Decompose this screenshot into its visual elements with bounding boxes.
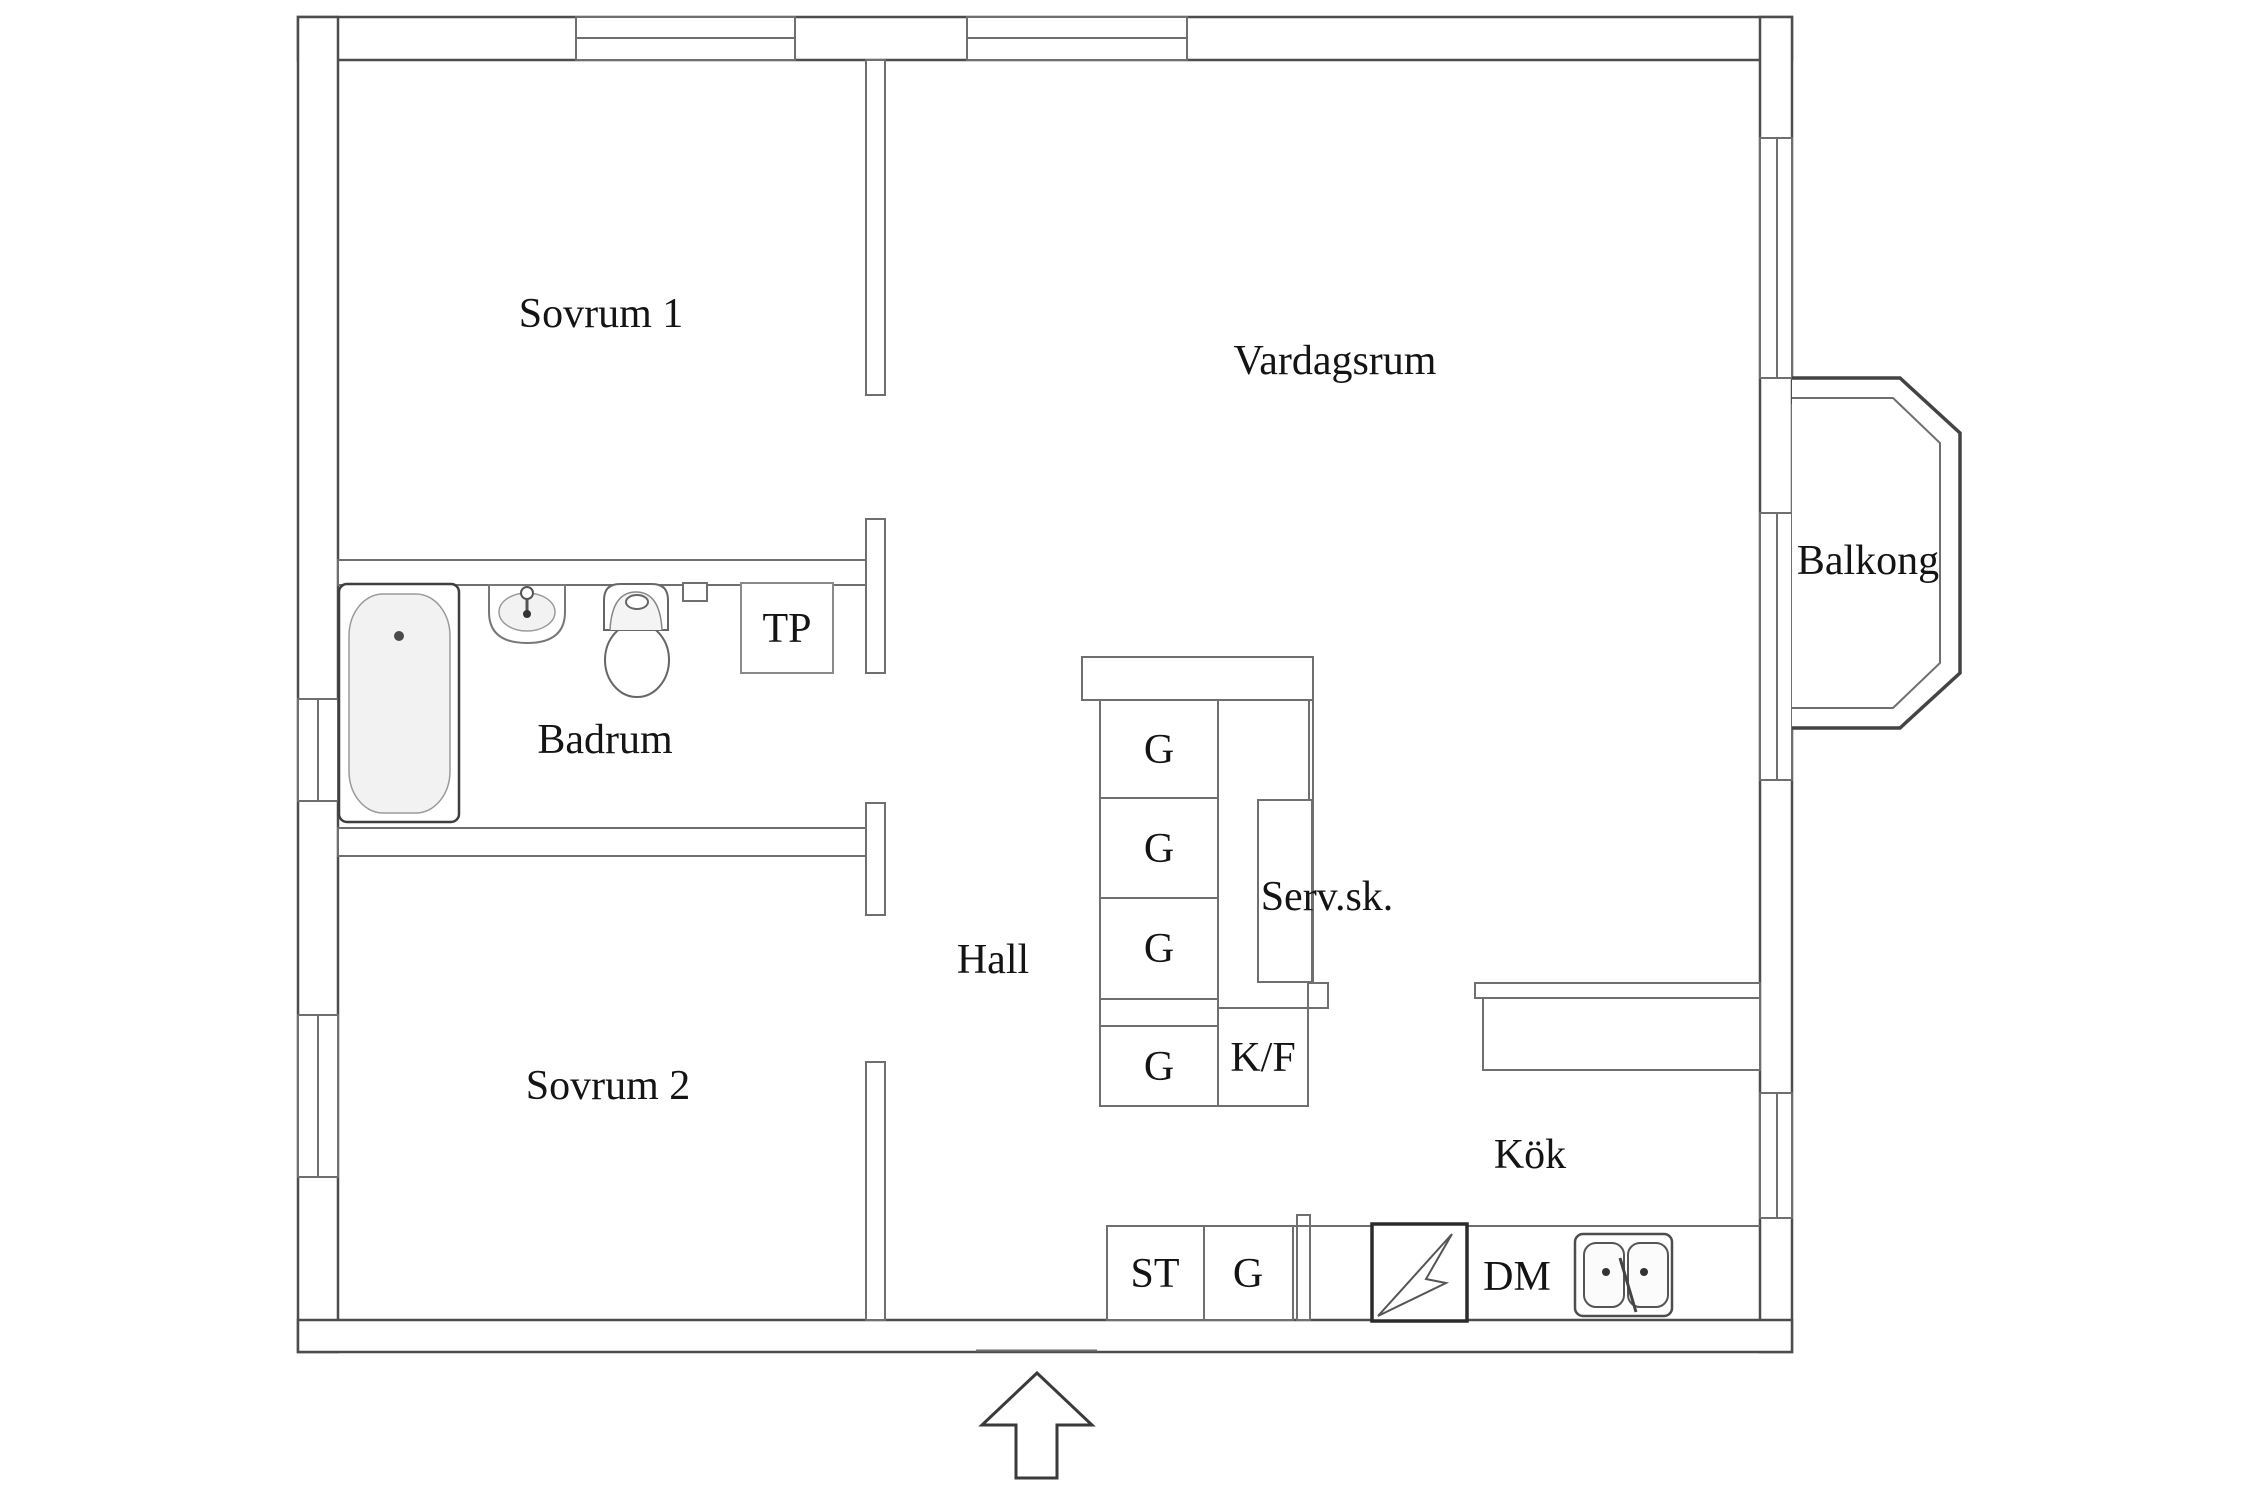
- hall-closets: [1099, 699, 1313, 1107]
- room-label-kok: Kök: [1494, 1132, 1566, 1178]
- wall-sovrum1-vardagsrum: [865, 59, 886, 396]
- washbasin-icon: [488, 584, 566, 645]
- room-label-servsk: Serv.sk.: [1261, 874, 1394, 920]
- closet-g3: [1099, 897, 1219, 1000]
- closet-divider-band: [1099, 998, 1219, 1027]
- bathroom-fixtures: [337, 582, 834, 824]
- closet-g2: [1099, 797, 1219, 899]
- unit-st: [1106, 1225, 1205, 1321]
- wall-badrum-door-jamb: [682, 582, 708, 602]
- label-tp: TP: [762, 606, 811, 652]
- balcony-door-opening: [1761, 406, 1791, 512]
- label-g2: G: [1144, 826, 1174, 872]
- closet-g1: [1099, 699, 1219, 799]
- room-label-sovrum2: Sovrum 2: [526, 1063, 691, 1109]
- bathtub-drain: [394, 631, 404, 641]
- room-label-hall: Hall: [957, 937, 1029, 983]
- windows: [297, 16, 1793, 1352]
- label-g4: G: [1144, 1044, 1174, 1090]
- closet-g4: [1099, 1025, 1219, 1107]
- room-label-vardagsrum: Vardagsrum: [1234, 338, 1437, 384]
- stove-icon: [1370, 1222, 1469, 1323]
- wall-badrum-top: [337, 559, 867, 586]
- interior-walls: [337, 59, 1761, 1321]
- wall-hall-lower: [865, 1061, 886, 1321]
- outer-walls: [296, 15, 1794, 1354]
- room-label-badrum: Badrum: [537, 717, 673, 763]
- label-kf: K/F: [1230, 1035, 1295, 1081]
- kok-upper-counter: [1482, 997, 1761, 1071]
- wall-kok-top-bar: [1474, 982, 1761, 999]
- closet-servsk: [1257, 799, 1313, 983]
- balcony-inner-rail: [1792, 397, 1941, 709]
- closet-kf: [1217, 1007, 1309, 1107]
- label-g1: G: [1144, 727, 1174, 773]
- label-g5: G: [1233, 1251, 1263, 1297]
- bathtub-icon: [337, 582, 461, 824]
- entrance-arrow-icon: [978, 1370, 1096, 1480]
- wall-hall-mid: [865, 802, 886, 916]
- balcony-outer-rail: [1792, 376, 1962, 730]
- tp-cabinet: [740, 582, 834, 674]
- wall-badrum-right: [865, 518, 886, 674]
- wall-sovrum2-top: [337, 827, 886, 857]
- room-label-balkong: Balkong: [1797, 538, 1939, 584]
- wall-hall-kok-stub: [1296, 1214, 1311, 1321]
- label-g3: G: [1144, 926, 1174, 972]
- room-label-sovrum1: Sovrum 1: [519, 291, 684, 337]
- toilet-icon: [603, 583, 670, 698]
- label-dm: DM: [1483, 1254, 1551, 1300]
- labels: Sovrum 1 Vardagsrum Badrum Hall Sovrum 2…: [519, 291, 1939, 1300]
- label-st: ST: [1130, 1251, 1179, 1297]
- wall-servsk-jog: [1307, 982, 1329, 1009]
- wall-closet-top-bar: [1081, 656, 1314, 701]
- unit-g5: [1203, 1225, 1294, 1321]
- kitchen-units: [1106, 997, 1761, 1323]
- balcony: [1792, 376, 1962, 730]
- entrance-opening: [976, 1321, 1097, 1351]
- kitchen-sink-icon: [1573, 1232, 1674, 1318]
